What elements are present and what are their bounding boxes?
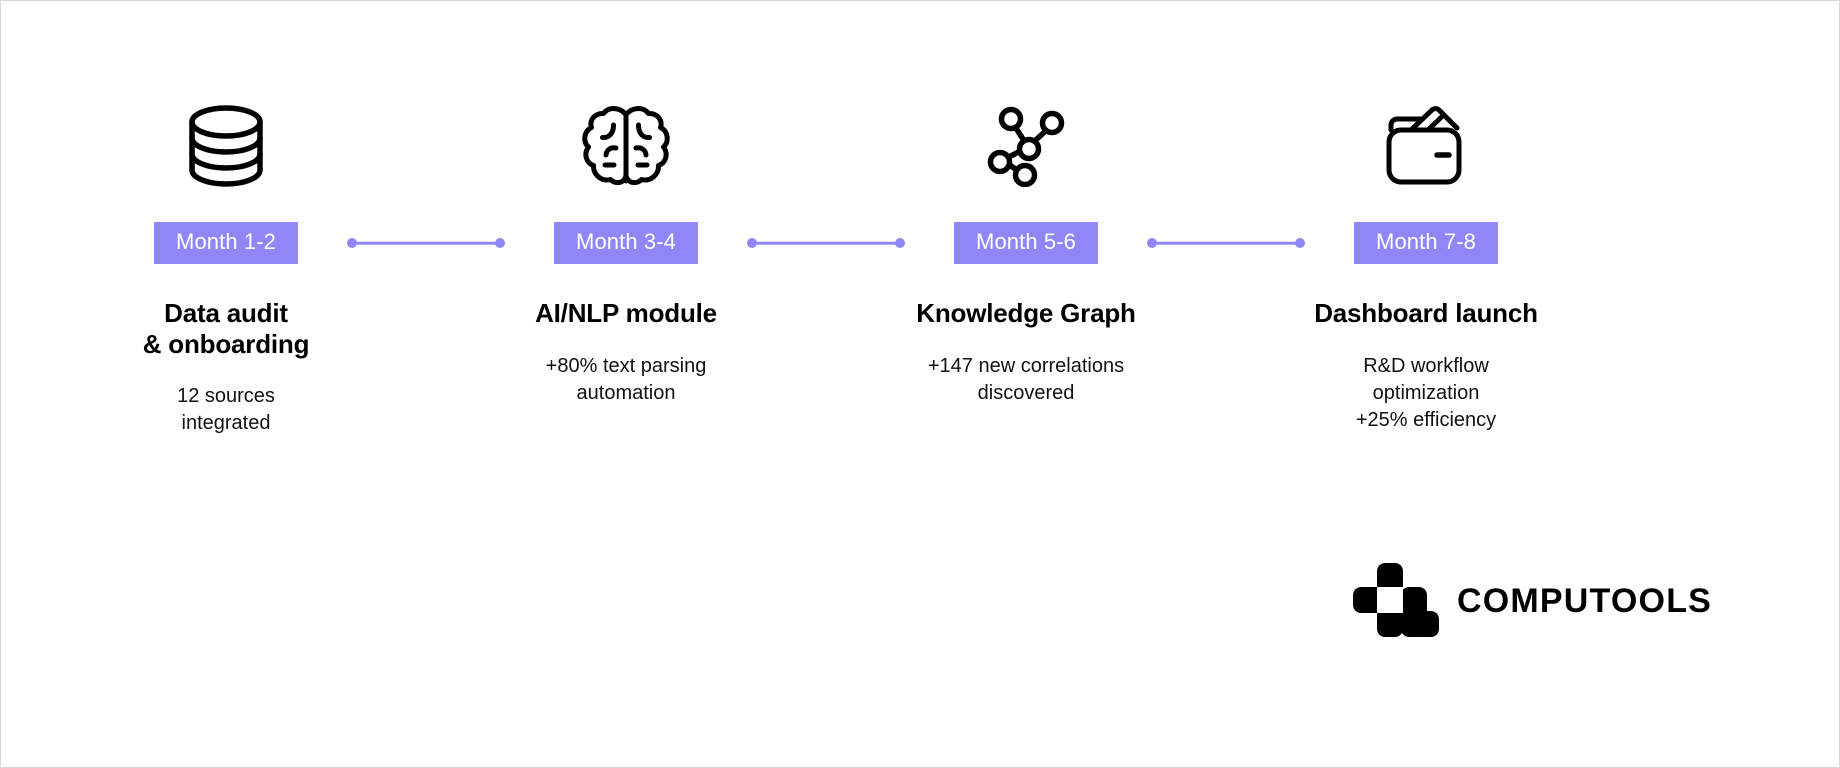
connector-dot-left-icon [747, 238, 757, 248]
roadmap-timeline: Month 1-2 Data audit & onboarding 12 sou… [121, 96, 1721, 437]
step-text-3: Knowledge Graph +147 new correlations di… [886, 266, 1166, 407]
database-icon [121, 96, 331, 196]
connector-dot-right-icon [895, 238, 905, 248]
badge-center-1: Month 1-2 [121, 222, 331, 264]
month-badge[interactable]: Month 7-8 [1354, 222, 1498, 264]
step-title: Data audit & onboarding [142, 298, 310, 359]
timeline-step-4: Month 7-8 Dashboard launch R&D workflow … [1314, 96, 1721, 434]
brand-logo: COMPUTOOLS [1353, 563, 1712, 639]
step-description: 12 sources integrated [177, 385, 275, 435]
connector-line [1153, 241, 1299, 245]
connector-1-2 [347, 237, 505, 249]
step-text-2: AI/NLP module +80% text parsing automati… [496, 266, 756, 407]
badge-row-4: Month 7-8 [1321, 220, 1721, 266]
wallet-icon [1321, 96, 1531, 196]
badge-center-2: Month 3-4 [521, 222, 731, 264]
connector-2-3 [747, 237, 905, 249]
step-title: Dashboard launch [1314, 298, 1538, 328]
connector-line [753, 241, 899, 245]
connector-3-4 [1147, 237, 1305, 249]
computools-blocks-logo-icon [1353, 563, 1439, 637]
month-badge[interactable]: Month 5-6 [954, 222, 1098, 264]
badge-row-2: Month 3-4 [521, 220, 921, 266]
network-graph-icon [921, 96, 1131, 196]
badge-row-3: Month 5-6 [921, 220, 1321, 266]
brain-icon [521, 96, 731, 196]
step-text-1: Data audit & onboarding 12 sources integ… [106, 266, 346, 437]
connector-dot-right-icon [495, 238, 505, 248]
badge-center-3: Month 5-6 [921, 222, 1131, 264]
timeline-step-2: Month 3-4 AI/NLP module +80% text parsin… [521, 96, 921, 407]
step-text-4: Dashboard launch R&D workflow optimizati… [1296, 266, 1556, 434]
badge-row-1: Month 1-2 [121, 220, 521, 266]
timeline-step-1: Month 1-2 Data audit & onboarding 12 sou… [121, 96, 521, 437]
connector-dot-left-icon [347, 238, 357, 248]
month-badge[interactable]: Month 3-4 [554, 222, 698, 264]
connector-dot-right-icon [1295, 238, 1305, 248]
logo-wordmark: COMPUTOOLS [1457, 582, 1713, 620]
step-description: +80% text parsing automation [545, 354, 707, 404]
step-title: Knowledge Graph [916, 298, 1136, 328]
step-title: AI/NLP module [535, 298, 717, 328]
badge-center-4: Month 7-8 [1321, 222, 1531, 264]
month-badge[interactable]: Month 1-2 [154, 222, 298, 264]
connector-dot-left-icon [1147, 238, 1157, 248]
timeline-step-3: Month 5-6 Knowledge Graph +147 new corre… [916, 96, 1321, 407]
step-description: R&D workflow optimization +25% efficienc… [1355, 354, 1497, 431]
step-description: +147 new correlations discovered [927, 354, 1125, 404]
connector-line [353, 241, 499, 245]
